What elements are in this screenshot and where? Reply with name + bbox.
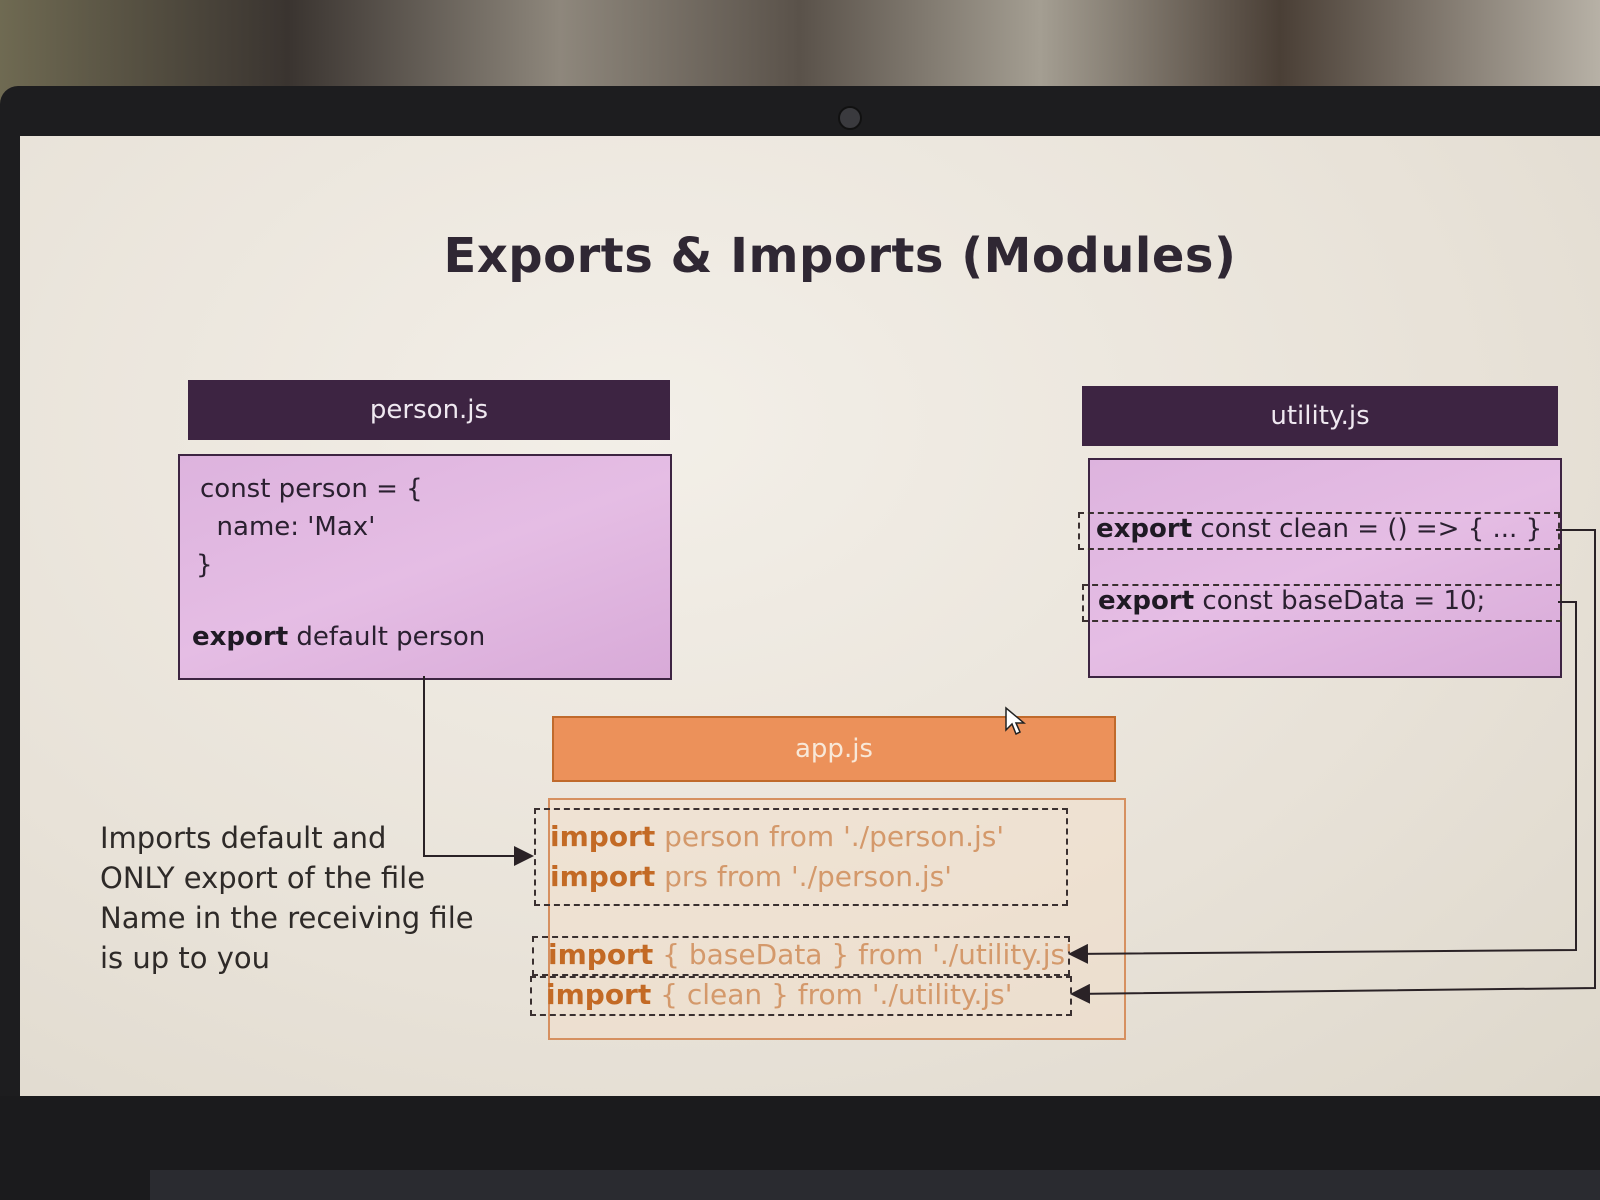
person-file-body: const person = { name: 'Max' } export de… xyxy=(178,454,672,680)
person-file-name: person.js xyxy=(369,395,489,425)
app-import-clean: import { clean } from './utility.js' xyxy=(546,978,1012,1011)
app-import-basedata-box: import { baseData } from './utility.js' xyxy=(532,936,1073,976)
utility-export-clean-box: export const clean = () => { ... } xyxy=(1078,512,1560,550)
utility-file-name: utility.js xyxy=(1270,401,1370,431)
export-keyword: export xyxy=(1098,586,1195,616)
export-rest: const baseData = 10; xyxy=(1194,586,1486,616)
basedata-export-to-import-arrow xyxy=(1068,601,1577,964)
import-rest: { clean } from './utility.js' xyxy=(651,978,1013,1011)
app-import-basedata: import { baseData } from './utility.js' xyxy=(548,938,1073,971)
export-rest: const clean = () => { ... } xyxy=(1192,514,1543,544)
keyboard-edge xyxy=(150,1170,1600,1200)
import-rest: { baseData } from './utility.js' xyxy=(653,938,1073,971)
app-file-header: app.js xyxy=(552,716,1116,782)
connector-lines xyxy=(423,529,1596,1004)
person-export-line: export default person xyxy=(192,622,485,652)
import-keyword: import xyxy=(550,820,656,853)
app-default-imports-box: import person from './person.js' import … xyxy=(534,808,1068,906)
person-code-line-1: const person = { xyxy=(200,474,423,504)
webcam-icon xyxy=(838,106,862,130)
note-line: is up to you xyxy=(100,941,271,975)
app-import-prs: import prs from './person.js' xyxy=(550,860,952,893)
clean-export-to-import-arrow xyxy=(1070,529,1596,1004)
default-import-note: Imports default and ONLY export of the f… xyxy=(100,818,474,978)
app-file-name: app.js xyxy=(795,734,873,764)
import-keyword: import xyxy=(548,938,654,971)
utility-export-basedata-box: export const baseData = 10; xyxy=(1082,584,1562,622)
slide-title: Exports & Imports (Modules) xyxy=(443,228,1237,284)
note-line: Name in the receiving file xyxy=(100,901,474,935)
import-keyword: import xyxy=(546,978,652,1011)
app-import-person: import person from './person.js' xyxy=(550,820,1004,853)
slide-screen: Exports & Imports (Modules) person.js co… xyxy=(20,136,1600,1096)
mouse-pointer-icon xyxy=(1005,706,1026,736)
person-code-line-2: name: 'Max' xyxy=(200,512,376,542)
export-keyword: export xyxy=(192,622,289,652)
import-rest: person from './person.js' xyxy=(655,820,1005,853)
person-to-app-arrow xyxy=(423,676,534,866)
app-file-body xyxy=(548,798,1126,1040)
person-file-header: person.js xyxy=(188,380,670,440)
utility-export-basedata: export const baseData = 10; xyxy=(1098,586,1485,616)
person-code-line-3: } xyxy=(196,550,213,580)
note-line: Imports default and xyxy=(100,821,387,855)
note-line: ONLY export of the file xyxy=(100,861,426,895)
export-keyword: export xyxy=(1096,514,1193,544)
utility-file-header: utility.js xyxy=(1082,386,1558,446)
import-rest: prs from './person.js' xyxy=(655,860,952,893)
import-keyword: import xyxy=(550,860,656,893)
utility-file-body xyxy=(1088,458,1562,678)
utility-export-clean: export const clean = () => { ... } xyxy=(1096,514,1542,544)
export-rest: default person xyxy=(288,622,486,652)
